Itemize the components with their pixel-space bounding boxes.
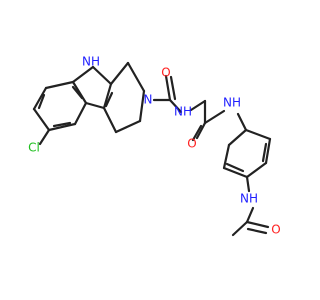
atom-labels: NH N O NH O NH Cl NH O [28, 55, 281, 237]
bond [109, 61, 130, 86]
bond [236, 112, 248, 132]
bond [73, 101, 88, 126]
bond [71, 65, 95, 84]
bond [138, 89, 146, 123]
ring-nitrogen-label: N [144, 93, 153, 107]
bond [222, 143, 231, 170]
acetamide-nh-label: NH [240, 192, 258, 206]
bond [32, 107, 51, 132]
bond [245, 220, 270, 229]
bond [126, 61, 146, 93]
anilide-nh-label: NH [223, 96, 241, 110]
bonds [32, 61, 272, 237]
bond [102, 106, 118, 134]
bond [227, 128, 248, 147]
bond [52, 121, 72, 128]
bond [71, 85, 84, 100]
bond [164, 74, 172, 102]
glycine-oxygen-label: O [187, 137, 196, 151]
bond [44, 80, 75, 90]
carboxamide-oxygen-label: O [161, 66, 170, 80]
bond [37, 93, 46, 110]
bond [32, 86, 48, 111]
bond [245, 175, 251, 193]
bond [225, 162, 245, 173]
acetamide-oxygen-label: O [271, 223, 280, 237]
bond [222, 166, 249, 179]
bond [244, 128, 272, 141]
bond [203, 109, 226, 125]
bond [168, 98, 183, 114]
bond [102, 82, 113, 110]
bond [246, 227, 268, 235]
chlorine-label: Cl [28, 141, 40, 155]
indole-nh-label: NH [82, 55, 100, 69]
bond [261, 142, 268, 163]
molecule-diagram: NH N O NH O NH Cl NH O [28, 55, 281, 237]
bond [191, 124, 203, 142]
bond [195, 121, 207, 140]
bond [231, 220, 249, 237]
bond [47, 122, 77, 132]
bond [189, 99, 207, 112]
bond [38, 128, 51, 146]
bond [264, 137, 272, 165]
carboxamide-nh-label: NH [174, 105, 192, 119]
bond [245, 161, 268, 179]
bond [245, 206, 255, 224]
bond [104, 91, 114, 108]
bond [169, 75, 177, 101]
bond [91, 65, 113, 86]
bond [71, 80, 88, 105]
bond [114, 119, 142, 134]
bond [84, 101, 106, 110]
